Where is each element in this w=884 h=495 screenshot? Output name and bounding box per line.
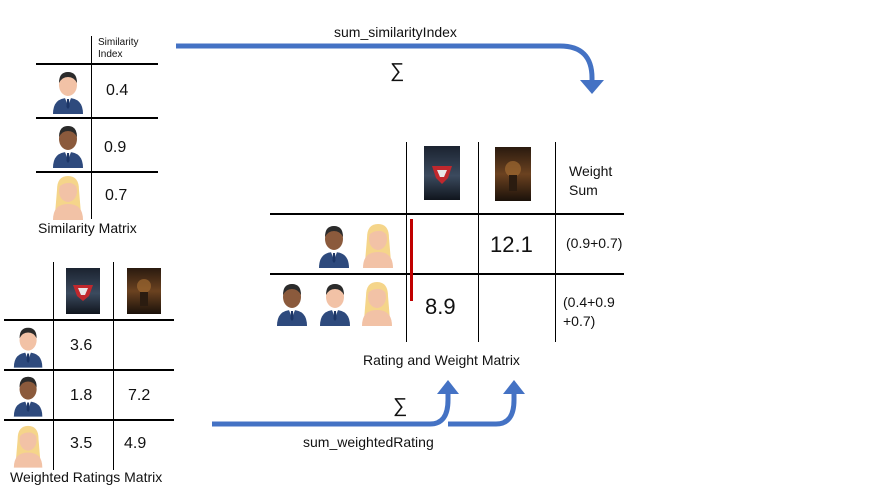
movie-2-poster	[127, 268, 161, 314]
user-c-avatar-icon	[53, 176, 83, 220]
sigma-bottom: ∑	[393, 395, 408, 417]
sum-weighted-arrowhead-2	[503, 380, 525, 394]
sum-weighted-arrowhead-1	[437, 380, 459, 394]
rating-sum-cell: 8.9	[425, 294, 456, 319]
sum-weighted-branch	[448, 392, 517, 427]
movie-2-poster	[495, 147, 531, 201]
user-a-avatar-icon	[53, 72, 83, 114]
user-b-avatar-icon	[53, 126, 83, 168]
user-b-avatar-icon	[277, 284, 307, 326]
similarity-matrix-caption: Similarity Matrix	[38, 220, 137, 236]
sigma-top: ∑	[390, 60, 405, 82]
user-b-avatar-icon	[13, 376, 43, 417]
weighted-ratings-caption: Weighted Ratings Matrix	[10, 469, 163, 485]
user-c-avatar-icon	[363, 224, 393, 268]
weighted-rating-cell: 1.8	[70, 387, 93, 404]
sum-weighted-label: sum_weightedRating	[303, 434, 434, 450]
similarity-value: 0.7	[105, 187, 128, 204]
weight-sum-header: Weight Sum	[569, 163, 613, 198]
sum-similarity-arrow	[176, 43, 595, 84]
user-c-avatar-icon	[13, 425, 43, 468]
weight-sum-cell: (0.4+0.9 +0.7)	[563, 294, 615, 329]
highlight-bar	[410, 219, 413, 301]
similarity-value: 0.4	[106, 82, 129, 99]
similarity-value: 0.9	[104, 139, 127, 156]
weighted-rating-cell: 3.5	[70, 435, 93, 452]
sum-weighted-arrow	[212, 392, 451, 427]
movie-1-poster	[66, 268, 100, 314]
rating-sum-cell: 12.1	[490, 232, 533, 257]
weighted-rating-cell: 3.6	[70, 337, 93, 354]
weighted-rating-cell: 7.2	[128, 387, 151, 404]
user-b-avatar-icon	[319, 226, 349, 268]
sum-similarity-arrowhead	[580, 80, 604, 94]
rating-weight-caption: Rating and Weight Matrix	[363, 352, 520, 368]
similarity-index-header: Similarity Index	[98, 37, 139, 60]
user-c-avatar-icon	[362, 282, 392, 326]
user-a-avatar-icon	[320, 284, 350, 326]
sum-similarity-label: sum_similarityIndex	[334, 24, 457, 40]
weight-sum-cell: (0.9+0.7)	[566, 235, 623, 251]
weighted-rating-cell: 4.9	[124, 435, 147, 452]
user-a-avatar-icon	[13, 327, 43, 368]
movie-1-poster	[424, 146, 460, 200]
